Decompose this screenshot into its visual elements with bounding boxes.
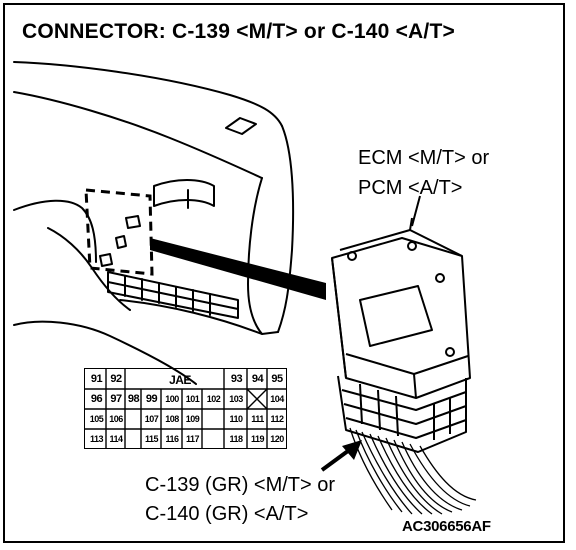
pin-101: 101 — [185, 394, 200, 404]
connector-face-lines — [84, 368, 287, 449]
pin-113: 113 — [89, 434, 104, 444]
pin-111: 111 — [251, 414, 264, 424]
connector-label-line-1: C-139 (GR) <M/T> or — [145, 474, 336, 496]
wire-harness — [349, 427, 477, 515]
pin-115: 115 — [144, 434, 159, 444]
connector-marking: JAE — [169, 373, 191, 387]
ecm-label-line-2: PCM <A/T> — [358, 177, 463, 199]
pin-112: 112 — [270, 414, 284, 424]
pin-120: 120 — [270, 434, 284, 444]
pin-96: 96 — [90, 393, 103, 405]
pin-104: 104 — [270, 394, 284, 404]
pin-116: 116 — [165, 434, 179, 444]
connector-face-grid: JAE 91 92 93 94 95 96 97 98 99 100 101 1… — [84, 368, 287, 449]
pin-114: 114 — [109, 434, 123, 444]
dashboard-drawing — [13, 61, 295, 385]
pin-117: 117 — [185, 434, 200, 444]
connector-title: CONNECTOR: C-139 <M/T> or C-140 <A/T> — [22, 20, 455, 43]
pin-100: 100 — [165, 394, 179, 404]
pin-94: 94 — [251, 373, 264, 385]
figure-frame — [3, 3, 565, 543]
ecm-unit — [331, 217, 471, 453]
pin-97: 97 — [110, 393, 122, 405]
pin-98: 98 — [127, 393, 140, 405]
pin-109: 109 — [185, 414, 200, 424]
pin-105: 105 — [89, 414, 104, 424]
pin-110: 110 — [229, 414, 243, 424]
pin-91: 91 — [90, 373, 103, 385]
pin-93: 93 — [230, 373, 243, 385]
ecm-location-highlight — [84, 188, 154, 276]
pin-103: 103 — [229, 394, 243, 404]
figure-code: AC306656AF — [402, 518, 491, 535]
pin-119: 119 — [250, 434, 265, 444]
leader-wedge — [150, 238, 326, 300]
pin-107: 107 — [144, 414, 159, 424]
pin-92: 92 — [110, 373, 122, 385]
pin-106: 106 — [109, 414, 123, 424]
pin-108: 108 — [165, 414, 179, 424]
pin-118: 118 — [229, 434, 243, 444]
connector-label-line-2: C-140 (GR) <A/T> — [145, 503, 309, 525]
pin-95: 95 — [271, 373, 283, 385]
connector-arrow — [320, 440, 362, 472]
ecm-label-line-1: ECM <M/T> or — [358, 147, 490, 169]
ecm-leader-line — [411, 195, 421, 227]
pin-99: 99 — [145, 393, 158, 405]
pin-102: 102 — [206, 394, 221, 404]
